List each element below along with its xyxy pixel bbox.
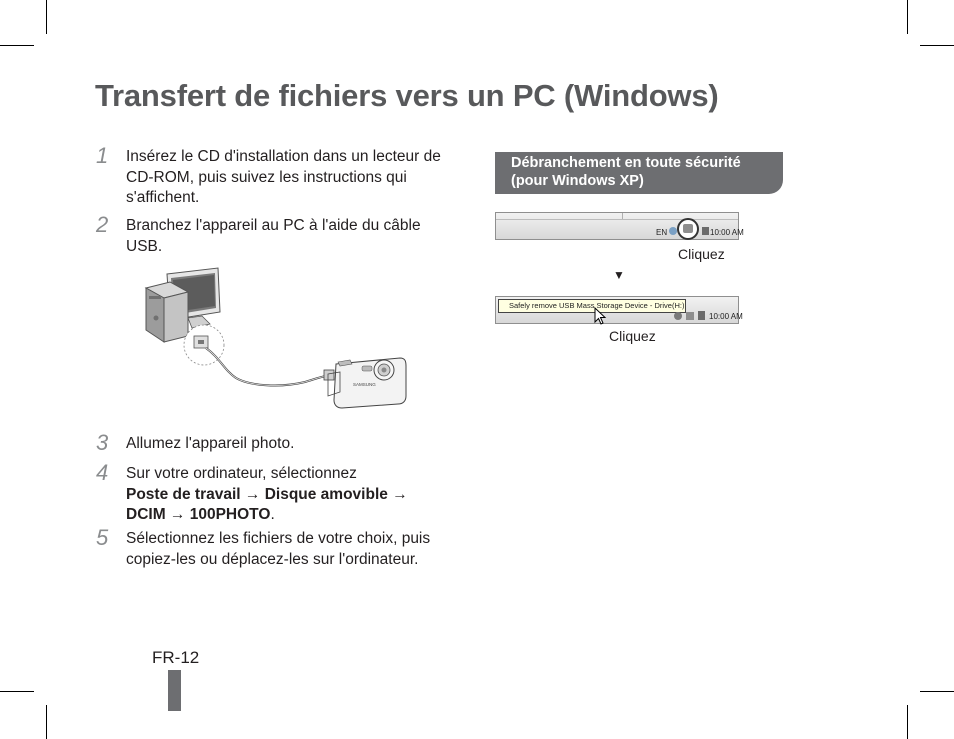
crop-mark: [0, 691, 34, 692]
clock: 10:00 AM: [709, 312, 743, 321]
step-text: Allumez l'appareil photo.: [126, 435, 295, 452]
crop-mark: [46, 0, 47, 34]
language-indicator: EN: [656, 228, 668, 237]
step-number: 5: [96, 525, 109, 550]
step-text: Sélectionnez les fichiers de votre choix…: [126, 530, 431, 568]
clock: 10:00 AM: [710, 228, 744, 237]
section-header: Débranchement en toute sécurité (pour Wi…: [495, 152, 783, 194]
section-header-text: Débranchement en toute sécurité (pour Wi…: [511, 155, 741, 189]
page-number: FR-12: [152, 648, 200, 667]
step-number: 1: [96, 143, 109, 168]
path-100photo: 100PHOTO: [189, 506, 271, 523]
step-number: 4: [96, 460, 109, 485]
crop-mark: [46, 705, 47, 739]
step-number: 3: [96, 430, 109, 455]
tray-icon: [669, 227, 677, 235]
path-removable-disk: Disque amovible: [264, 485, 388, 503]
step-4-intro: Sur votre ordinateur, sélectionnez: [126, 465, 357, 482]
taskbar-screenshot-2: Safely remove USB Mass Storage Device - …: [495, 296, 743, 325]
crop-mark: [920, 45, 954, 46]
path-my-computer: Poste de travail: [126, 485, 241, 503]
safely-remove-hardware-icon[interactable]: [683, 224, 693, 233]
path-end: .: [270, 506, 275, 523]
tray-icon: [674, 312, 682, 320]
path-arrow: →: [387, 485, 408, 503]
crop-mark: [920, 691, 954, 692]
step-text: Branchez l'appareil au PC à l'aide du câ…: [126, 217, 421, 255]
tray-icon: [702, 227, 709, 235]
arrow-down-icon: ▼: [613, 268, 625, 282]
tray-icon: [686, 312, 694, 320]
camera-icon: SAMSUNG: [327, 357, 407, 409]
mouse-cursor-icon: [594, 307, 607, 325]
click-caption-1: Cliquez: [678, 246, 725, 262]
step-number: 2: [96, 212, 109, 237]
path-arrow: →: [240, 485, 265, 503]
step-text: Sur votre ordinateur, sélectionnez Poste…: [126, 464, 446, 526]
page-title: Transfert de fichiers vers un PC (Window…: [95, 78, 719, 113]
path-dcim: DCIM: [126, 506, 166, 523]
taskbar-screenshot-1: EN 10:00 AM: [495, 212, 744, 240]
tray-icon: [698, 311, 705, 320]
click-caption-2: Cliquez: [609, 328, 656, 344]
crop-mark: [907, 705, 908, 739]
usb-connection-illustration: SAMSUNG: [144, 267, 407, 409]
path-arrow: →: [165, 506, 190, 523]
camera-brand-label: SAMSUNG: [353, 382, 376, 387]
page-tab-marker: [168, 670, 181, 711]
safely-remove-tooltip[interactable]: Safely remove USB Mass Storage Device - …: [498, 299, 686, 313]
crop-mark: [907, 0, 908, 34]
step-text: Insérez le CD d'installation dans un lec…: [126, 148, 441, 206]
pc-tower-icon: [144, 281, 190, 343]
crop-mark: [0, 45, 34, 46]
